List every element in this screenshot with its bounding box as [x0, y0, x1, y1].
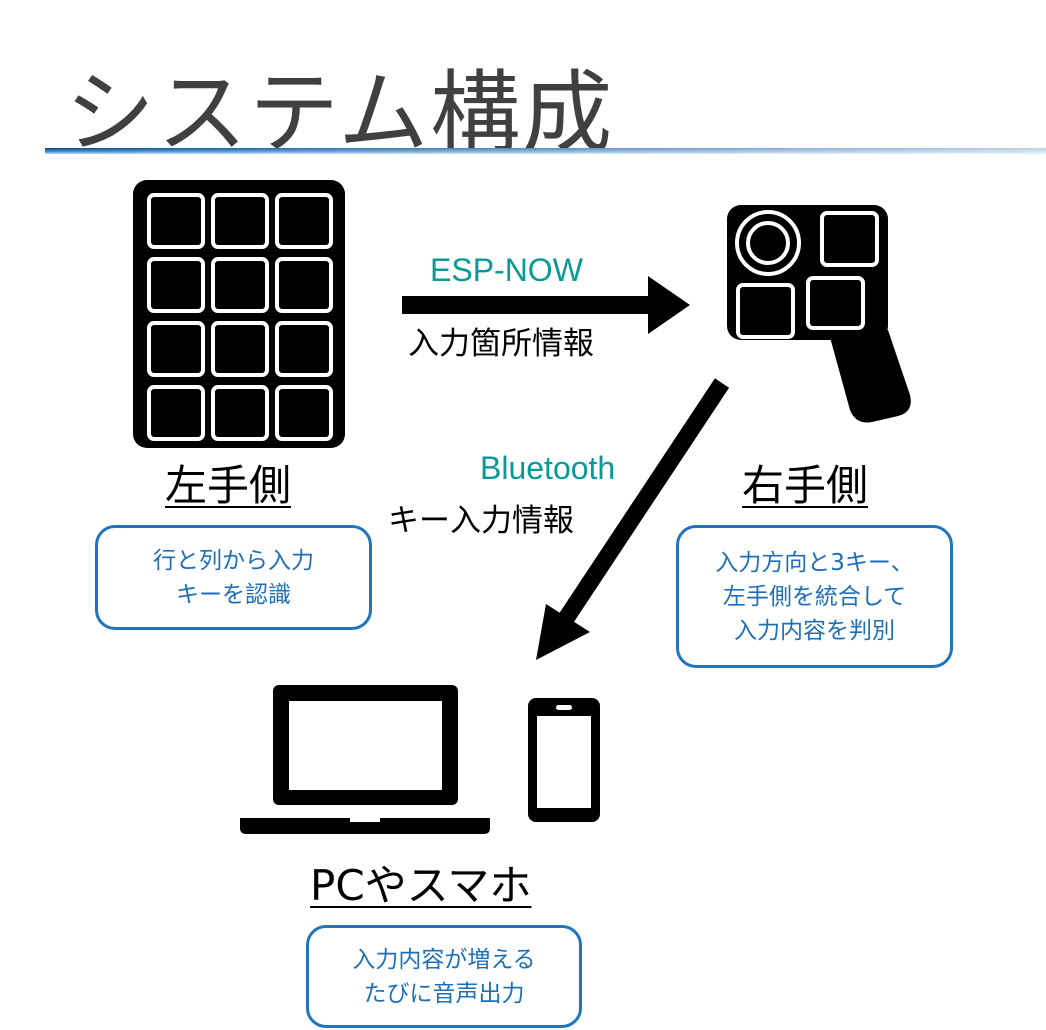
desc-line: 入力内容を判別	[734, 617, 895, 644]
keypad-key	[147, 257, 205, 313]
keypad-key	[147, 193, 205, 249]
desc-line: 行と列から入力	[153, 547, 314, 574]
left-hand-label: 左手側	[165, 461, 292, 510]
desc-line: 入力内容が増える	[352, 946, 536, 973]
arrow-down-left-icon	[536, 378, 730, 660]
right-hand-label: 右手側	[742, 461, 869, 510]
keypad-key	[147, 385, 205, 441]
keypad-key	[275, 193, 333, 249]
esp-now-label: ESP-NOW	[430, 252, 583, 288]
keypad-key	[275, 385, 333, 441]
desc-line: 入力方向と3キー、	[715, 549, 914, 576]
target-device-label: PCやスマホ	[310, 861, 532, 910]
smartphone-icon	[528, 698, 600, 822]
desc-line: たびに音声出力	[363, 980, 525, 1007]
keypad-key	[211, 385, 269, 441]
title-divider	[45, 148, 1046, 154]
arrow-right-icon	[402, 276, 690, 334]
right-desc-box: 入力方向と3キー、 左手側を統合して 入力内容を判別	[676, 525, 953, 668]
right-controller-icon	[727, 205, 911, 423]
bluetooth-payload: キー入力情報	[388, 503, 574, 539]
keypad-key	[147, 321, 205, 377]
left-keypad-icon	[133, 180, 345, 448]
keypad-key	[211, 321, 269, 377]
target-desc-box: 入力内容が増える たびに音声出力	[306, 925, 582, 1028]
bluetooth-label: Bluetooth	[480, 450, 616, 486]
desc-line: 左手側を統合して	[722, 583, 907, 610]
keypad-key	[275, 321, 333, 377]
esp-now-payload: 入力箇所情報	[408, 326, 594, 362]
desc-line: キーを認識	[176, 581, 291, 608]
left-desc-box: 行と列から入力 キーを認識	[95, 525, 372, 630]
keypad-key	[275, 257, 333, 313]
keypad-key	[211, 193, 269, 249]
laptop-icon	[240, 685, 490, 834]
keypad-key	[211, 257, 269, 313]
